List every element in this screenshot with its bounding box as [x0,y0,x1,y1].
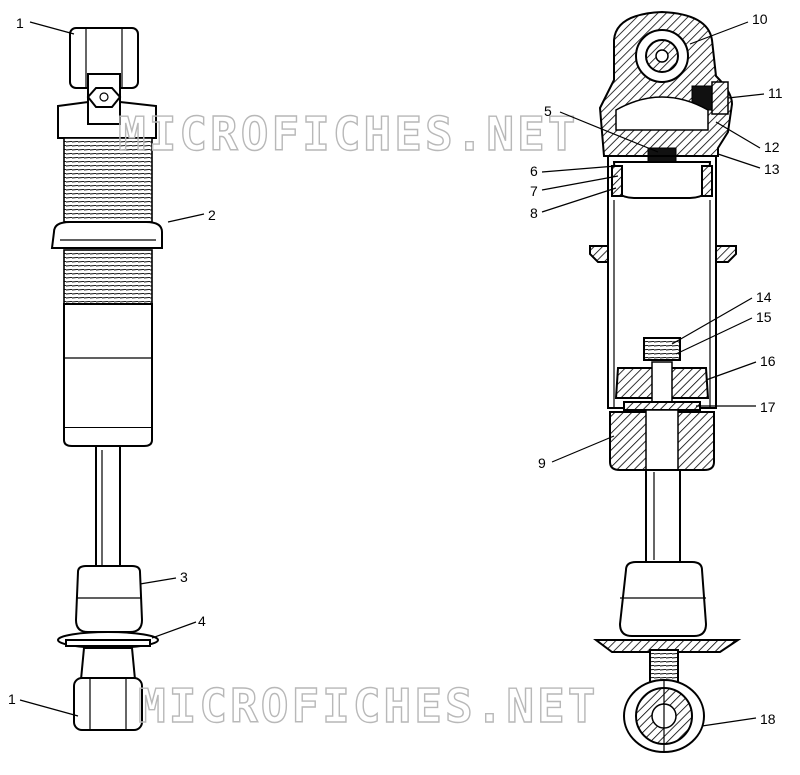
callout-7: 7 [530,183,538,199]
exterior-shock-view [50,27,163,731]
shock-body [63,303,153,429]
bump-stop [74,565,144,633]
callout-9: 9 [538,455,546,471]
spring-coils-upper [63,137,153,223]
piston-rod-cutaway [645,469,681,563]
callout-2: 2 [208,207,216,223]
watermark-bottom: MICROFICHES.NET [138,679,598,733]
bottom-eyelet [73,647,143,731]
callout-14: 14 [756,289,772,305]
callout-8: 8 [530,205,538,221]
rod-end-thread [649,649,679,685]
lower-seat-cutaway [593,639,742,653]
callout-12: 12 [764,139,780,155]
callout-1-top: 1 [16,15,24,31]
callout-4: 4 [198,613,206,629]
callout-10: 10 [752,11,768,27]
bump-stop-cutaway [618,561,708,637]
callout-5: 5 [544,103,552,119]
cutaway-shock-view [589,10,742,753]
callout-15: 15 [756,309,772,325]
callout-11: 11 [768,85,783,101]
right-mount-tab [715,245,737,263]
spring-coils-lower [63,249,153,305]
piston-rod [95,445,121,571]
callout-1-bottom: 1 [8,691,16,707]
callout-16: 16 [760,353,776,369]
callout-13: 13 [764,161,780,177]
callout-numbers: 1 2 3 4 1 5 6 7 8 9 10 11 12 13 14 15 16… [8,11,783,727]
callout-3: 3 [180,569,188,585]
watermark-top: MICROFICHES.NET [118,107,578,161]
spring-retainer [50,221,163,249]
top-eyelet [69,27,139,125]
callout-18: 18 [760,711,776,727]
leader-lines [19,21,765,727]
floating-piston [612,161,712,199]
shim-stack [623,401,701,411]
callout-17: 17 [760,399,776,415]
callout-6: 6 [530,163,538,179]
left-mount-tab [589,245,609,263]
piston-nut [643,337,681,361]
